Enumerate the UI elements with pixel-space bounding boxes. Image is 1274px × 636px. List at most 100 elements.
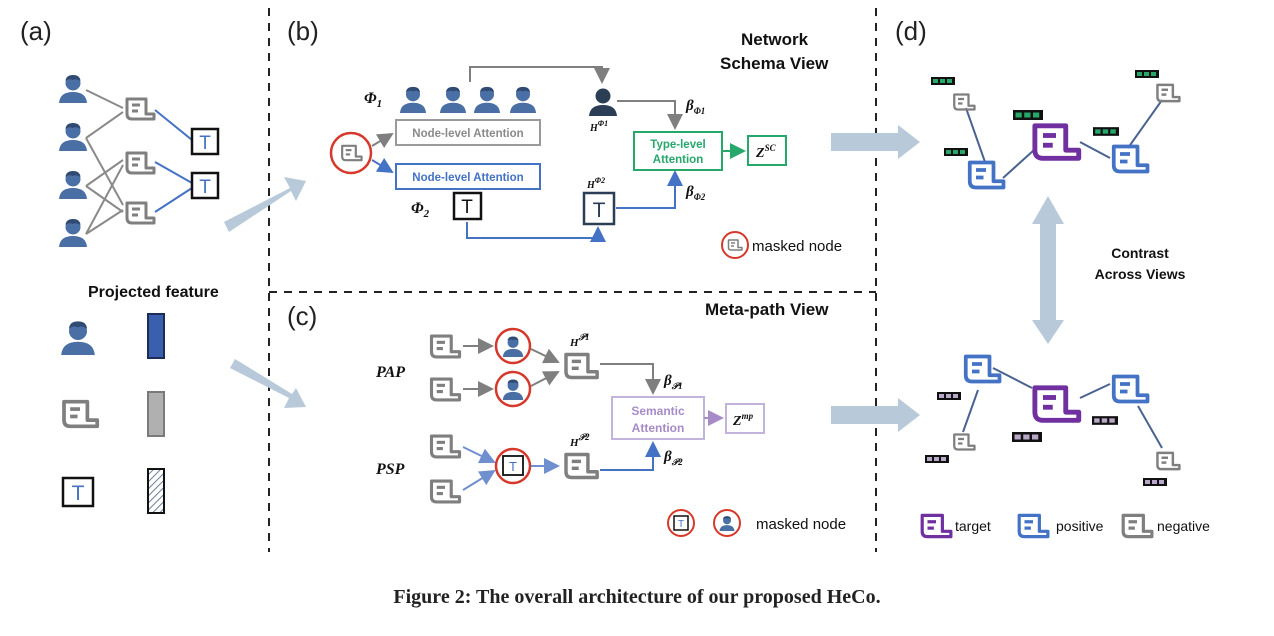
author-icon — [61, 321, 95, 355]
meta-path-title: Meta-path View — [705, 300, 829, 319]
legend-positive: positive — [1017, 513, 1104, 539]
emb-gray — [1012, 432, 1042, 442]
upper-graph-edges — [965, 99, 1163, 179]
beta-phi1-label: βΦ1 — [685, 98, 705, 116]
paper-icon — [1156, 451, 1181, 471]
edge — [616, 170, 683, 209]
svg-text:T: T — [678, 519, 684, 530]
legend-target: target — [920, 513, 991, 539]
paper-icon — [429, 479, 462, 504]
svg-text:T: T — [509, 459, 517, 474]
svg-text:T: T — [199, 133, 211, 154]
edge — [371, 157, 394, 174]
svg-text:Φ2: Φ2 — [411, 200, 430, 220]
svg-text:Attention: Attention — [653, 154, 703, 166]
skip-connection — [466, 222, 606, 242]
paper-icon — [1035, 388, 1079, 421]
emb-green — [1013, 110, 1043, 120]
author-icon — [59, 75, 87, 103]
svg-text:target: target — [955, 518, 991, 534]
type-level-attention: Type-level Attention — [633, 131, 723, 171]
phi2-label: Φ2 — [411, 200, 430, 220]
aggregated-paper-icon — [564, 352, 599, 380]
author-icon — [59, 123, 87, 151]
pap-label: PAP — [375, 364, 405, 381]
author-icon — [439, 86, 467, 113]
edge — [530, 371, 560, 387]
svg-text:Type-level: Type-level — [650, 139, 705, 151]
masked-node-legend: T masked node — [667, 509, 846, 537]
type-node-icon: T — [190, 171, 220, 200]
network-schema-title: Network — [741, 30, 809, 49]
edge — [600, 363, 661, 395]
paper-icon — [429, 377, 462, 402]
emb-green — [944, 148, 968, 156]
paper-icon — [1111, 374, 1150, 404]
paper-icon — [125, 97, 156, 121]
emb-gray — [1092, 416, 1118, 425]
edge — [530, 348, 560, 364]
edge — [462, 469, 496, 491]
author-icon — [399, 86, 427, 113]
projected-feature-label: Projected feature — [88, 284, 219, 301]
author-icon — [509, 86, 537, 113]
psp-label: PSP — [375, 461, 405, 478]
paper-feature-bar — [147, 391, 165, 437]
contrast-label: Contrast — [1111, 245, 1169, 261]
panel-b: Network Schema View Φ1 HΦ1 Node-level At… — [329, 30, 920, 259]
node-level-attention-2: Node-level Attention — [395, 163, 541, 190]
paper-icon — [953, 93, 976, 111]
emb-green — [1093, 127, 1119, 136]
arrow-a-to-b — [224, 177, 306, 232]
edge — [371, 132, 394, 149]
edge — [617, 100, 683, 130]
type-feature-bar — [147, 468, 165, 514]
svg-text:masked node: masked node — [752, 238, 842, 255]
paper-icon — [62, 399, 100, 429]
semantic-attention: Semantic Attention — [611, 396, 705, 440]
emb-green — [1135, 70, 1159, 78]
h-phi2-label: HΦ2 — [586, 176, 605, 191]
masked-node-legend: masked node — [721, 231, 842, 259]
contrast-label: Across Views — [1095, 266, 1186, 282]
svg-text:Semantic: Semantic — [631, 404, 685, 418]
emb-gray — [925, 455, 949, 463]
phi1-label: Φ1 — [364, 90, 382, 110]
h-phi1-label: HΦ1 — [589, 119, 608, 134]
beta-p2-label: β𝒫2 — [663, 449, 683, 467]
paper-icon — [967, 160, 1006, 190]
type-node-icon: T — [452, 191, 483, 221]
masked-node-circle — [329, 131, 373, 175]
emb-gray — [937, 392, 961, 400]
masked-author-node — [494, 327, 532, 365]
figure-caption: Figure 2: The overall architecture of ou… — [393, 586, 881, 608]
type-node-icon: T — [61, 476, 95, 508]
aggregated-author-icon — [589, 88, 617, 116]
beta-p1-label: β𝒫1 — [663, 373, 683, 391]
paper-icon — [429, 334, 462, 359]
author-icon — [473, 86, 501, 113]
emb-green — [931, 77, 955, 85]
panel-label-d: (d) — [895, 16, 927, 46]
h-p2-label: H𝒫2 — [569, 432, 590, 449]
panel-label-c: (c) — [287, 301, 317, 331]
legend-negative: negative — [1121, 513, 1210, 539]
svg-text:Φ1: Φ1 — [364, 90, 382, 110]
paper-icon — [125, 201, 156, 225]
masked-subject-node: T — [494, 447, 532, 485]
svg-text:Node-level Attention: Node-level Attention — [412, 128, 523, 140]
network-schema-title: Schema View — [720, 54, 829, 73]
skip-connection — [469, 66, 610, 84]
author-icon — [59, 171, 87, 199]
emb-gray — [1143, 478, 1167, 486]
type-node-icon: T — [190, 127, 220, 156]
svg-text:masked node: masked node — [756, 516, 846, 533]
paper-icon — [1156, 83, 1181, 103]
svg-text:negative: negative — [1157, 518, 1210, 534]
svg-text:T: T — [199, 177, 211, 198]
contrast-arrow — [1032, 196, 1064, 344]
svg-text:Zmp: Zmp — [732, 411, 754, 429]
paper-icon — [429, 434, 462, 459]
paper-icon — [125, 151, 156, 175]
beta-phi2-label: βΦ2 — [685, 184, 706, 202]
